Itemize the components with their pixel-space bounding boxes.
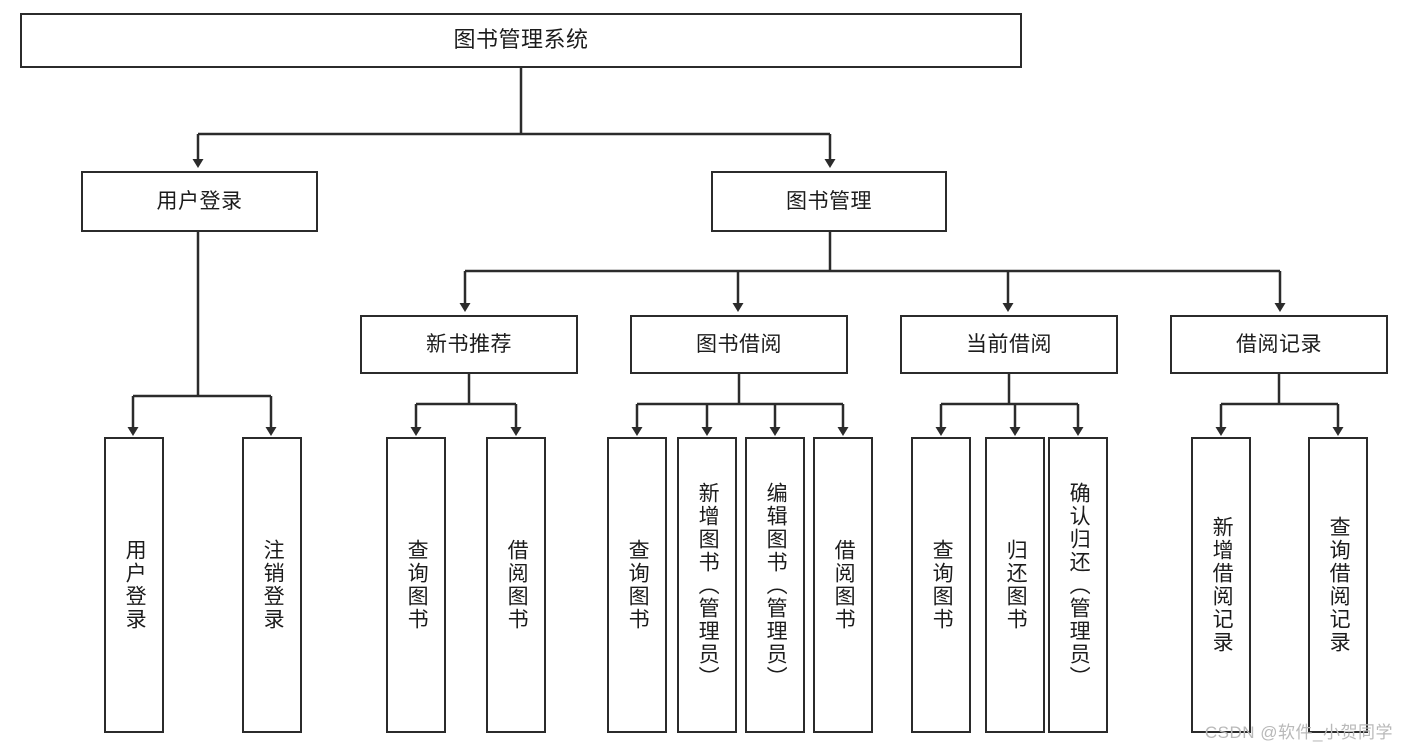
node-current-borrow-label: 当前借阅 — [966, 332, 1052, 356]
leaf-label: 新增图书（管理员） — [696, 481, 720, 689]
leaf-node-user-login[interactable]: 用户登录 — [104, 437, 164, 733]
leaf-node-query-book-new[interactable]: 查询图书 — [386, 437, 446, 733]
leaf-node-logout[interactable]: 注销登录 — [242, 437, 302, 733]
leaf-label: 借阅图书 — [832, 539, 856, 631]
node-current-borrow[interactable]: 当前借阅 — [900, 315, 1118, 374]
leaf-node-edit-book-admin[interactable]: 编辑图书（管理员） — [745, 437, 805, 733]
leaf-label: 查询图书 — [405, 539, 429, 631]
leaf-label: 查询图书 — [930, 539, 954, 631]
node-user-login[interactable]: 用户登录 — [81, 171, 318, 232]
node-book-management[interactable]: 图书管理 — [711, 171, 947, 232]
leaf-node-borrow-book-new[interactable]: 借阅图书 — [486, 437, 546, 733]
leaf-label: 查询借阅记录 — [1327, 516, 1351, 654]
node-borrow-records[interactable]: 借阅记录 — [1170, 315, 1388, 374]
leaf-node-query-book-borrow[interactable]: 查询图书 — [607, 437, 667, 733]
node-new-book-recommend-label: 新书推荐 — [426, 332, 512, 356]
leaf-label: 归还图书 — [1004, 539, 1028, 631]
node-user-login-label: 用户登录 — [156, 189, 243, 213]
leaf-label: 查询图书 — [626, 539, 650, 631]
leaf-label: 借阅图书 — [505, 539, 529, 631]
leaf-label: 注销登录 — [261, 539, 285, 631]
node-root-label: 图书管理系统 — [453, 27, 589, 53]
leaf-label: 编辑图书（管理员） — [764, 481, 788, 689]
leaf-node-return-book[interactable]: 归还图书 — [985, 437, 1045, 733]
leaf-node-query-borrow-record[interactable]: 查询借阅记录 — [1308, 437, 1368, 733]
node-borrow-records-label: 借阅记录 — [1236, 332, 1322, 356]
node-new-book-recommend[interactable]: 新书推荐 — [360, 315, 578, 374]
leaf-label: 确认归还（管理员） — [1067, 481, 1091, 689]
leaf-label: 用户登录 — [123, 539, 147, 631]
leaf-node-add-book-admin[interactable]: 新增图书（管理员） — [677, 437, 737, 733]
node-book-borrow-label: 图书借阅 — [696, 332, 782, 356]
leaf-node-confirm-return-admin[interactable]: 确认归还（管理员） — [1048, 437, 1108, 733]
leaf-node-lend-book[interactable]: 借阅图书 — [813, 437, 873, 733]
node-book-management-label: 图书管理 — [786, 189, 872, 213]
node-book-borrow[interactable]: 图书借阅 — [630, 315, 848, 374]
leaf-label: 新增借阅记录 — [1210, 516, 1234, 654]
leaf-node-query-book-current[interactable]: 查询图书 — [911, 437, 971, 733]
leaf-node-add-borrow-record[interactable]: 新增借阅记录 — [1191, 437, 1251, 733]
node-root-system[interactable]: 图书管理系统 — [20, 13, 1022, 68]
